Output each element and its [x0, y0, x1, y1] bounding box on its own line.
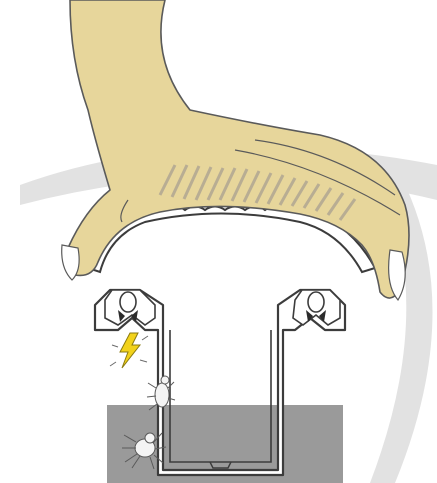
fingernail-left — [62, 245, 79, 280]
lightning-icon — [120, 333, 140, 368]
